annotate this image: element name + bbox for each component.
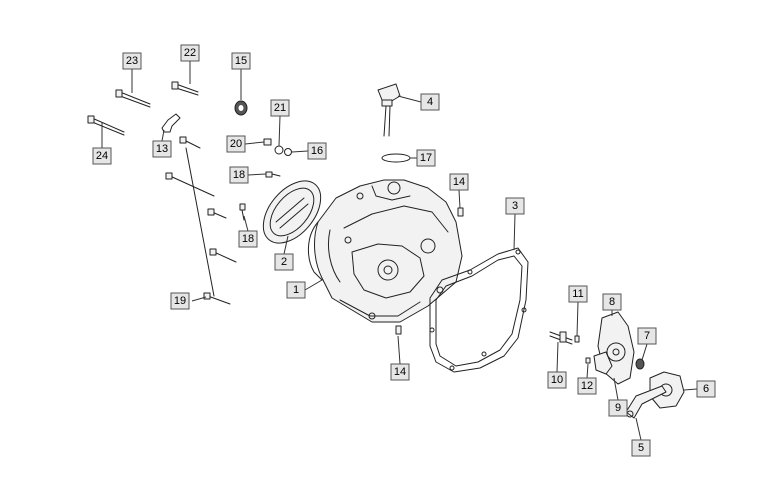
callout-label: 17 bbox=[420, 152, 432, 164]
callout-19: 20 bbox=[226, 135, 246, 153]
callout-16: 16 bbox=[307, 142, 327, 160]
part-7-o-ring bbox=[635, 358, 645, 370]
callout-5: 5 bbox=[631, 439, 651, 457]
callout-label: 1 bbox=[293, 284, 299, 296]
part-3-gasket bbox=[429, 247, 529, 373]
callout-label: 8 bbox=[609, 296, 615, 308]
callout-label: 18 bbox=[233, 169, 245, 181]
part-13-bracket bbox=[161, 113, 181, 133]
callout-13: 13 bbox=[152, 140, 172, 158]
part-9-impeller bbox=[593, 351, 613, 375]
callout-label: 23 bbox=[126, 55, 138, 67]
callout-label: 11 bbox=[572, 288, 583, 300]
part-17-o-ring bbox=[381, 153, 411, 163]
part-14-dowel-lower bbox=[395, 325, 402, 335]
callout-9: 9 bbox=[608, 399, 628, 417]
part-11-pin bbox=[574, 335, 580, 343]
part-16-washer bbox=[284, 148, 292, 156]
callout-23: 23 bbox=[122, 52, 142, 70]
callout-label: 13 bbox=[156, 143, 168, 155]
callout-label: 24 bbox=[96, 150, 108, 162]
part-22-bolt bbox=[171, 81, 199, 96]
callout-label: 12 bbox=[581, 380, 593, 392]
callout-2: 2 bbox=[274, 253, 294, 271]
callout-15: 15 bbox=[231, 52, 251, 70]
part-18-bolt-lower bbox=[239, 203, 246, 221]
callout-label: 22 bbox=[184, 47, 196, 59]
part-24-bolt bbox=[87, 115, 125, 136]
callout-label: 4 bbox=[427, 96, 433, 108]
callout-label: 21 bbox=[274, 102, 286, 114]
callout-label: 10 bbox=[551, 374, 563, 386]
callout-20: 21 bbox=[270, 99, 290, 117]
part-18-bolt-upper bbox=[265, 171, 281, 178]
callout-label: 6 bbox=[703, 383, 709, 395]
part-12-pin bbox=[585, 357, 591, 364]
part-21-bolts bbox=[165, 136, 237, 305]
callout-3: 3 bbox=[505, 197, 525, 215]
callout-label: 14 bbox=[453, 176, 465, 188]
callout-label: 3 bbox=[512, 200, 518, 212]
part-4-oil-dipstick bbox=[377, 83, 401, 137]
callout-label: 20 bbox=[230, 138, 242, 150]
callout-22: 22 bbox=[180, 44, 200, 62]
leader-lines bbox=[101, 61, 698, 441]
part-1-crankcase-cover bbox=[308, 179, 463, 323]
callout-24: 24 bbox=[92, 147, 112, 165]
callout-6: 6 bbox=[696, 380, 716, 398]
callout-14-upper: 14 bbox=[449, 173, 469, 191]
callout-label: 16 bbox=[311, 145, 323, 157]
part-10-shaft bbox=[549, 331, 573, 345]
callout-label: 5 bbox=[638, 442, 644, 454]
callout-label: 18 bbox=[242, 233, 254, 245]
callout-label: 9 bbox=[615, 402, 621, 414]
callout-label: 14 bbox=[394, 366, 406, 378]
callout-label: 2 bbox=[281, 256, 287, 268]
part-20-washer bbox=[274, 145, 284, 155]
callout-14-lower: 14 bbox=[390, 363, 410, 381]
part-23-bolt bbox=[115, 89, 151, 108]
callout-4: 4 bbox=[420, 93, 440, 111]
callout-18-upper: 18 bbox=[229, 166, 249, 184]
part-14-dowel-upper bbox=[457, 207, 464, 217]
part-19-nut bbox=[263, 138, 272, 146]
callout-11: 11 bbox=[568, 285, 588, 303]
callout-10: 10 bbox=[547, 371, 567, 389]
callout-21: 19 bbox=[170, 292, 190, 310]
part-2-cover-plate bbox=[262, 180, 322, 244]
callout-label: 7 bbox=[644, 330, 650, 342]
callout-1: 1 bbox=[286, 281, 306, 299]
callout-18-lower: 18 bbox=[238, 230, 258, 248]
callout-7: 7 bbox=[637, 327, 657, 345]
callout-8: 8 bbox=[602, 293, 622, 311]
callout-17: 17 bbox=[416, 149, 436, 167]
callout-label: 19 bbox=[174, 295, 186, 307]
callout-label: 15 bbox=[235, 55, 247, 67]
part-15-oil-seal bbox=[234, 100, 248, 116]
callout-12: 12 bbox=[577, 377, 597, 395]
